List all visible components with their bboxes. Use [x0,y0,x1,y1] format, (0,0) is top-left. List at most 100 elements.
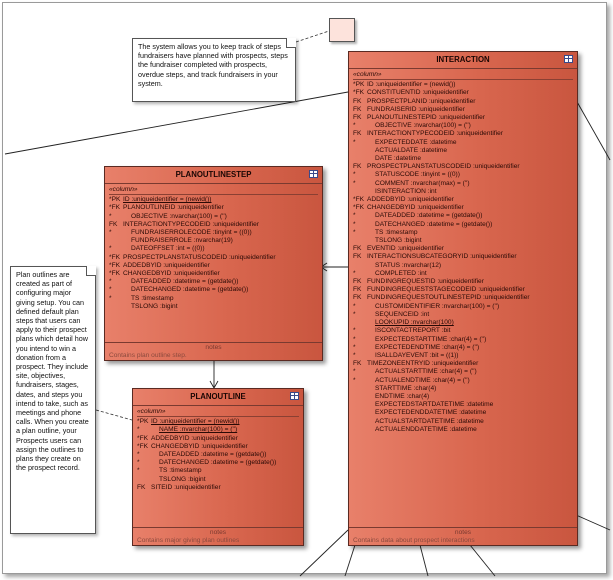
column-row[interactable]: *ISCONTACTREPORT :bit [353,327,573,335]
column-row[interactable]: *TS :timestamp [137,467,299,475]
column-row[interactable]: *TS :timestamp [109,295,318,303]
column-row[interactable]: ISINTERACTION :int [353,188,573,196]
column-definition: DATECHANGED :datetime = (getdate()) [159,459,277,467]
column-row[interactable]: *ISALLDAYEVENT :bit = ((1)) [353,352,573,360]
note-top[interactable]: The system allows you to keep track of s… [132,38,296,102]
column-row[interactable]: *EXPECTEDDATE :datetime [353,139,573,147]
column-row[interactable]: STARTTIME :char(4) [353,385,573,393]
column-row[interactable]: EXPECTEDENDDATETIME :datetime [353,409,573,417]
column-row[interactable]: *DATECHANGED :datetime = (getdate()) [137,459,299,467]
column-row[interactable]: TSLONG :bigint [137,476,299,484]
column-row[interactable]: FUNDRAISERROLE :nvarchar(19) [109,237,318,245]
column-row[interactable]: *OBJECTIVE :nvarchar(100) = ('') [109,213,318,221]
key-marker: *FK [109,261,120,269]
column-definition: COMMENT :nvarchar(max) = ('') [375,179,470,187]
column-row[interactable]: *ACTUALSTARTTIME :char(4) = ('') [353,368,573,376]
key-marker: FK [353,360,362,368]
key-marker: *FK [109,253,120,261]
column-row[interactable]: *STATUSCODE :tinyint = ((0)) [353,171,573,179]
column-row[interactable]: LOOKUPID :nvarchar(100) [353,319,573,327]
column-row[interactable]: *SEQUENCEID :int [353,311,573,319]
column-definition: PLANOUTLINESTEPID :uniqueidentifier [367,114,486,122]
column-definition: ID :uniqueidentifier = (newid()) [123,196,212,204]
notes-section: notes Contains major giving plan outline… [133,527,303,545]
column-definition: CHANGEDBYID :uniqueidentifier [367,204,464,212]
column-row[interactable]: *DATEOFFSET :int = ((0)) [109,245,318,253]
column-definition: SITEID :uniqueidentifier [151,483,221,491]
column-definition: INTERACTIONSUBCATEGORYID :uniqueidentifi… [367,253,517,261]
key-marker: FK [353,97,362,105]
column-row[interactable]: *DATEADDED :datetime = (getdate()) [353,212,573,220]
key-marker: * [137,426,140,434]
column-row[interactable]: *CUSTOMIDENTIFIER :nvarchar(100) = ('') [353,303,573,311]
notes-section: notes Contains data about prospect inter… [349,527,577,545]
column-row[interactable]: *DATEADDED :datetime = (getdate()) [109,278,318,286]
column-definition: SEQUENCEID :int [375,310,430,318]
column-row[interactable]: STATUS :nvarchar(12) [353,262,573,270]
column-row[interactable]: *FUNDRAISERROLECODE :tinyint = ((0)) [109,229,318,237]
column-row[interactable]: DATE :datetime [353,155,573,163]
column-row[interactable]: *ACTUALENDTIME :char(4) = ('') [353,377,573,385]
column-row[interactable]: *DATECHANGED :datetime = (getdate()) [109,286,318,294]
column-row[interactable]: ACTUALENDDATETIME :datetime [353,426,573,434]
column-definition: STARTTIME :char(4) [375,384,437,392]
stereotype-label: «column» [353,71,573,81]
column-row[interactable]: *OBJECTIVE :nvarchar(100) = ('') [353,122,573,130]
collapsed-element[interactable] [329,18,355,42]
table-icon [290,392,299,400]
column-row[interactable]: *TS :timestamp [353,229,573,237]
column-row[interactable]: *NAME :nvarchar(100) = ('') [137,426,299,434]
column-row[interactable]: ACTUALSTARTDATETIME :datetime [353,418,573,426]
column-definition: PROSPECTPLANSTATUSCODEID :uniqueidentifi… [367,163,520,171]
note-link-top [295,30,330,43]
column-row[interactable]: *COMPLETED :int [353,270,573,278]
key-marker: * [137,451,140,459]
column-row[interactable]: *EXPECTEDENDTIME :char(4) = ('') [353,344,573,352]
key-marker [353,147,375,155]
column-row[interactable]: EXPECTEDSTARTDATETIME :datetime [353,401,573,409]
key-marker: * [353,220,356,228]
key-marker: FK [353,245,362,253]
key-marker: FK [353,294,362,302]
column-row[interactable]: *DATECHANGED :datetime = (getdate()) [353,221,573,229]
column-row[interactable]: ACTUALDATE :datetime [353,147,573,155]
key-marker: * [353,343,356,351]
column-row[interactable]: *COMMENT :nvarchar(max) = ('') [353,180,573,188]
key-marker: *FK [109,204,120,212]
column-definition: TS :timestamp [375,228,418,236]
column-row[interactable]: TSLONG :bigint [109,303,318,311]
column-row[interactable]: *EXPECTEDSTARTTIME :char(4) = ('') [353,336,573,344]
column-row[interactable]: TSLONG :bigint [353,237,573,245]
column-row[interactable]: *DATEADDED :datetime = (getdate()) [137,451,299,459]
column-row[interactable]: ENDTIME :char(4) [353,393,573,401]
note-left[interactable]: Plan outlines are created as part of con… [10,266,96,534]
